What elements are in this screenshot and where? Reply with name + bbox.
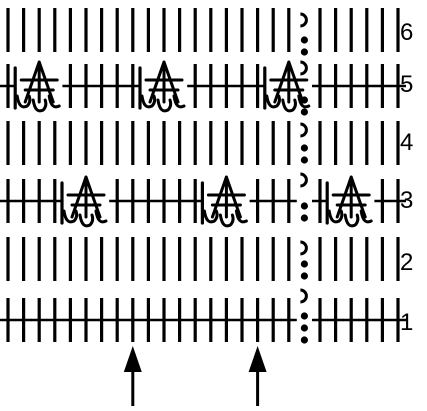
dot-icon xyxy=(300,312,308,320)
curl-icon xyxy=(300,288,308,304)
cluster-legs xyxy=(273,60,305,104)
dot-icon xyxy=(300,272,308,280)
start-arrows xyxy=(123,346,267,406)
cluster-crossbars xyxy=(19,78,59,92)
dot-icon xyxy=(300,144,308,152)
row-number-2: 2 xyxy=(400,249,413,276)
triangle-loop-cluster-icon xyxy=(13,60,61,113)
row-number-1: 1 xyxy=(400,309,413,336)
start-arrow-left xyxy=(123,346,142,406)
cluster-crossbars xyxy=(66,193,106,207)
cluster-loops xyxy=(202,209,248,228)
cluster-stitches xyxy=(13,60,373,228)
curl-icon xyxy=(300,12,308,28)
cluster-loops xyxy=(15,94,61,113)
triangle-loop-cluster-icon xyxy=(325,175,373,228)
cluster-loops xyxy=(140,94,186,113)
curl-icon xyxy=(300,172,308,188)
dot-icon xyxy=(300,36,308,44)
stitch-row-1 xyxy=(0,298,406,342)
curl-icon xyxy=(300,240,308,256)
start-arrow-right xyxy=(248,346,267,406)
cluster-crossbars xyxy=(206,193,246,207)
stitch-row-6 xyxy=(6,8,400,52)
dot-icon xyxy=(300,156,308,164)
cluster-legs xyxy=(148,60,180,104)
dot-icon xyxy=(300,260,308,268)
dot-icon xyxy=(300,96,308,104)
cluster-legs xyxy=(23,60,55,104)
row-number-6: 6 xyxy=(400,19,413,46)
up-arrow-icon xyxy=(123,346,142,372)
stitch-grid xyxy=(0,8,406,342)
row-number-labels: 1 2 3 4 5 6 xyxy=(400,19,413,336)
cluster-legs xyxy=(210,175,242,219)
cluster-legs xyxy=(335,175,367,219)
cluster-loops xyxy=(62,209,108,228)
stitch-row-3 xyxy=(0,179,406,223)
triangle-loop-cluster-icon xyxy=(138,60,186,113)
cluster-crossbars xyxy=(331,193,371,207)
repeat-marker xyxy=(300,12,308,344)
row-number-3: 3 xyxy=(400,187,413,214)
triangle-loop-cluster-icon xyxy=(60,175,108,228)
triangle-loop-cluster-icon xyxy=(263,60,311,113)
triangle-loop-cluster-icon xyxy=(200,175,248,228)
cluster-legs xyxy=(70,175,102,219)
row-number-4: 4 xyxy=(400,129,413,156)
dot-icon xyxy=(300,202,308,210)
cluster-crossbars xyxy=(269,78,309,92)
dot-icon xyxy=(300,108,308,116)
curl-icon xyxy=(300,122,308,138)
cluster-loops xyxy=(265,94,311,113)
up-arrow-icon xyxy=(248,346,267,372)
dot-icon xyxy=(300,336,308,344)
stitch-row-4 xyxy=(6,121,400,165)
dot-icon xyxy=(300,48,308,56)
stitch-row-2 xyxy=(6,237,400,281)
cluster-loops xyxy=(327,209,373,228)
cluster-crossbars xyxy=(144,78,184,92)
row-number-5: 5 xyxy=(400,71,413,98)
stitch-row-5 xyxy=(0,64,406,108)
dot-icon xyxy=(300,324,308,332)
curl-icon xyxy=(300,60,308,76)
dot-icon xyxy=(300,214,308,222)
